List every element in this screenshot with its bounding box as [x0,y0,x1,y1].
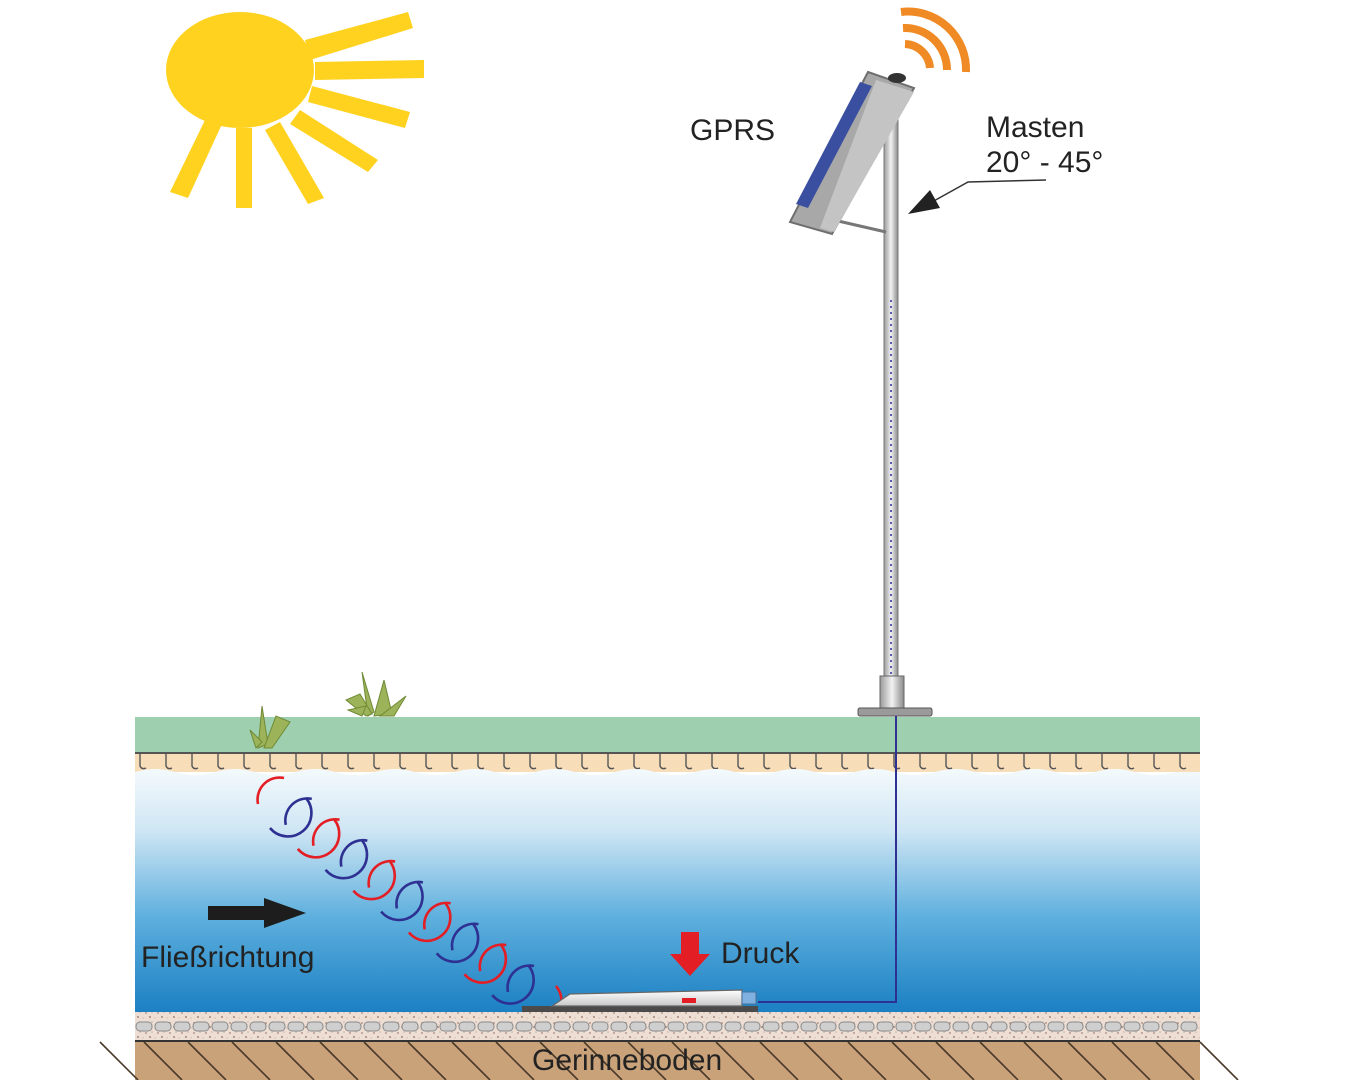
mast-label: Masten [986,111,1084,144]
pressure-arrow-icon [670,932,710,976]
soil-hatching [99,1041,1239,1080]
solar-panel-icon [788,70,916,236]
water-body [135,769,1200,1014]
flow-direction-label: Fließrichtung [141,941,314,974]
pressure-sensor-icon [522,989,758,1012]
flow-arrow-icon [208,898,306,928]
channel-bed-label: Gerinneboden [532,1044,722,1077]
grass-bank [135,717,1200,755]
acoustic-signal-waves [256,776,563,1026]
pressure-label: Druck [721,937,800,970]
bank-edge [135,752,1200,772]
plant-icon [249,705,291,749]
channel-bed-soil [135,1040,1200,1080]
plant-icon [345,671,407,717]
gprs-label: GPRS [690,114,775,147]
radio-signal-icon [900,7,971,73]
sensor-cable [758,716,897,1003]
mast-angle-label: 20° - 45° [986,146,1103,179]
stone-row [135,1021,1198,1032]
mast-pointer-arrow [908,179,1047,214]
bank-ticks [139,753,1187,770]
sun-icon [166,12,424,208]
